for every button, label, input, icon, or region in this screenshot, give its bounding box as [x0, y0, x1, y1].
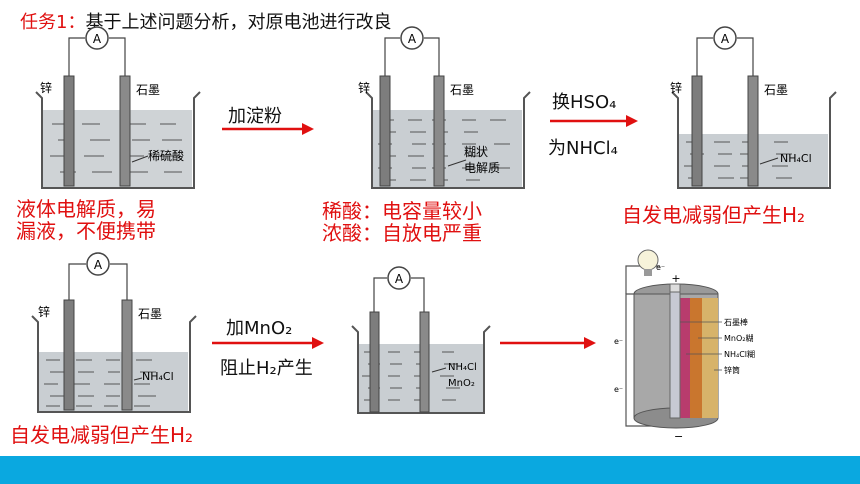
label-zinc-can: 锌筒: [724, 365, 740, 375]
wire: [68, 37, 85, 76]
zinc-label: 锌: [38, 305, 50, 319]
electrolyte: [372, 110, 522, 187]
arrow-2: [550, 115, 638, 127]
ammeter-label: A: [721, 32, 730, 46]
mno2-layer: [690, 298, 702, 418]
electron-label: e⁻: [614, 385, 623, 394]
electrolyte-label: NH₄Cl: [780, 152, 812, 165]
arrow-3: [212, 337, 324, 349]
electrolyte-label: 稀硫酸: [148, 148, 184, 163]
zinc-label: 锌: [358, 81, 370, 95]
graphite-electrode: [419, 311, 430, 413]
zinc-electrode: [63, 75, 75, 187]
arrow-1: [222, 123, 314, 135]
electrolyte-label: NH₄Cl: [142, 370, 174, 383]
zinc-label: 锌: [670, 81, 682, 95]
cell-1-diagram: A 锌 石墨 稀硫酸: [35, 26, 201, 189]
wire: [696, 37, 713, 76]
ammeter-icon: [713, 26, 737, 50]
caption-1-line-1: 液体电解质，易: [16, 197, 156, 221]
beaker: [365, 91, 531, 189]
cell-5-diagram: A NH₄Cl MnO₂: [351, 266, 491, 414]
caption-2: 稀酸：电容量较小 浓酸：自放电严重: [322, 200, 482, 244]
title-prefix: 任务1：: [20, 12, 86, 33]
wire: [110, 263, 128, 300]
step-1-label: 加淀粉: [228, 106, 282, 127]
arrow-4: [500, 337, 596, 349]
zinc-label: 锌: [40, 81, 52, 95]
electron-label: e⁻: [656, 263, 665, 272]
wire: [424, 37, 440, 76]
step-3-label-top: 加MnO₂: [226, 318, 293, 339]
electron-label: e⁻: [614, 337, 623, 346]
zinc-electrode: [63, 299, 75, 411]
beaker: [351, 325, 491, 414]
cell-2-diagram: A 锌 石墨 糊状 电解质: [358, 26, 531, 189]
caption-2-line-1: 稀酸：电容量较小: [322, 199, 482, 223]
graphite-label: 石墨: [138, 307, 162, 321]
graphite-label: 石墨: [450, 83, 474, 97]
graphite-electrode: [121, 299, 133, 411]
minus-terminal: −: [674, 430, 683, 443]
label-graphite-rod: 石墨棒: [724, 317, 748, 327]
step-2-label-top: 换HSO₄: [552, 92, 617, 113]
beaker: [31, 315, 197, 413]
electrolyte: [38, 352, 188, 411]
ammeter-icon: [387, 266, 411, 290]
wire: [384, 37, 400, 76]
ammeter-icon: [400, 26, 424, 50]
zinc-electrode: [379, 75, 391, 187]
cell-3-diagram: A 锌 石墨 NH₄Cl: [670, 26, 837, 189]
wire: [68, 263, 86, 300]
caption-1: 液体电解质，易 漏液，不便携带: [16, 198, 156, 242]
electrolyte-label-1: NH₄Cl: [448, 362, 477, 373]
page-title: 任务1：基于上述问题分析，对原电池进行改良: [20, 8, 391, 34]
ammeter-icon: [85, 26, 109, 50]
electrolyte-label-2: 电解质: [464, 161, 500, 175]
dry-battery-diagram: e⁻ e⁻ e⁻ + − 石墨棒 MnO₂糊 NH₄Cl糊 锌筒: [614, 249, 755, 443]
electrolyte-label-2: MnO₂: [448, 378, 475, 389]
wire: [411, 277, 425, 312]
caption-3: 自发电减弱但产生H₂: [622, 203, 806, 227]
bottom-bar: [0, 456, 860, 484]
label-nh4cl-paste: NH₄Cl糊: [724, 349, 755, 359]
zinc-electrode: [369, 311, 380, 413]
graphite-label: 石墨: [136, 83, 160, 97]
zinc-electrode: [691, 75, 703, 187]
cell-4-diagram: A 锌 石墨 NH₄Cl: [31, 252, 197, 413]
label-mno2-paste: MnO₂糊: [724, 333, 753, 343]
wire: [373, 277, 387, 312]
plus-terminal: +: [671, 272, 680, 285]
beaker: [35, 91, 201, 189]
wire: [737, 37, 754, 76]
ammeter-label: A: [93, 32, 102, 46]
graphite-electrode: [747, 75, 759, 187]
caption-1-line-2: 漏液，不便携带: [16, 219, 156, 243]
step-3-label-bottom: 阻止H₂产生: [220, 358, 313, 379]
graphite-electrode: [119, 75, 131, 187]
caption-4: 自发电减弱但产生H₂: [10, 423, 194, 447]
title-text: 基于上述问题分析，对原电池进行改良: [85, 12, 392, 33]
lightbulb-icon: [637, 249, 659, 276]
ammeter-label: A: [408, 32, 417, 46]
wire: [109, 37, 126, 76]
ammeter-icon: [86, 252, 110, 276]
graphite-label: 石墨: [764, 83, 788, 97]
electrolyte-label-1: 糊状: [464, 144, 488, 159]
beaker: [671, 91, 837, 189]
ammeter-label: A: [395, 272, 404, 286]
caption-2-line-2: 浓酸：自放电严重: [322, 221, 482, 245]
ammeter-label: A: [94, 258, 103, 272]
step-2-label-bottom: 为NHCl₄: [548, 138, 618, 159]
graphite-electrode: [433, 75, 445, 187]
graphite-rod: [669, 289, 681, 419]
